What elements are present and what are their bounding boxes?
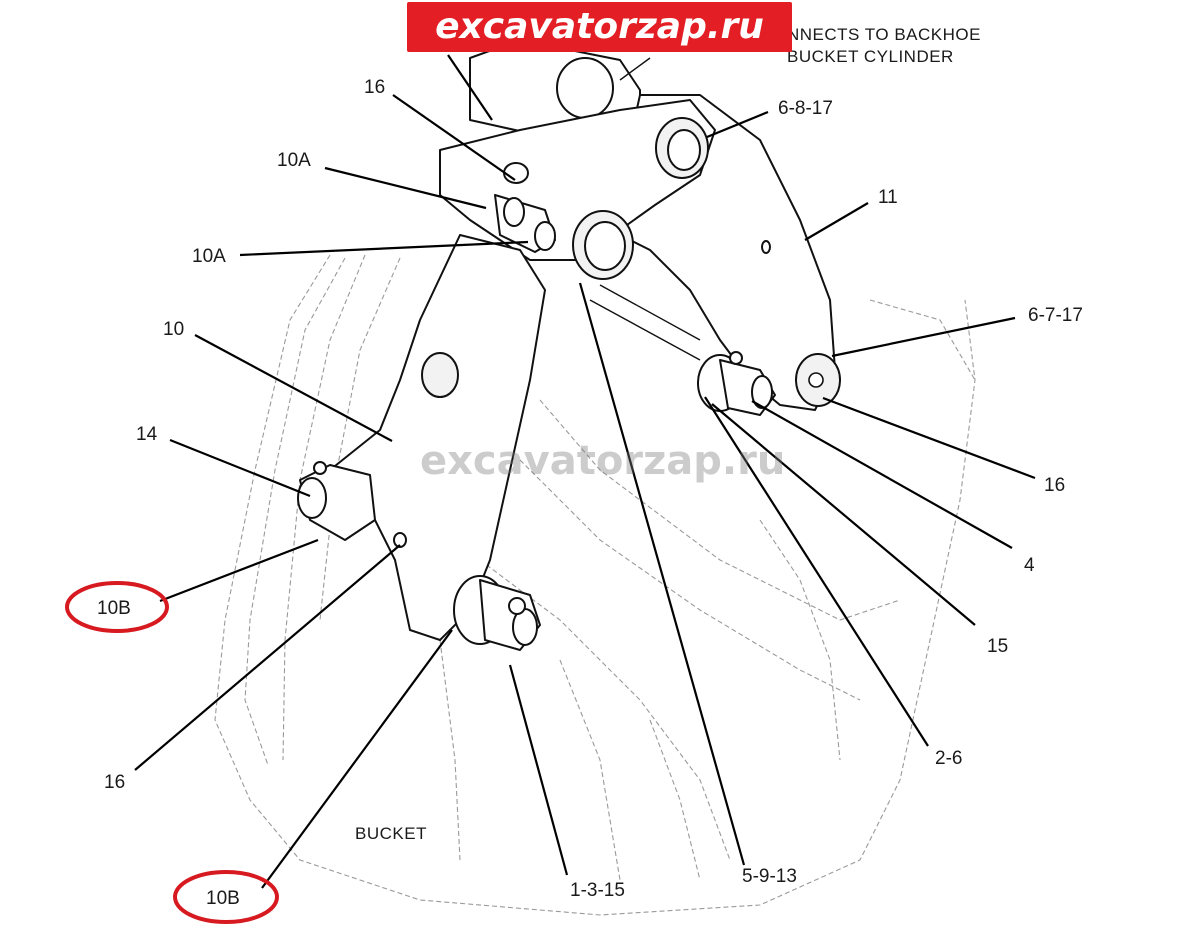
watermark-text: excavatorzap.ru — [420, 438, 786, 484]
callout-10a-upper: 10A — [277, 150, 311, 171]
callout-10b-bottom: 10B — [206, 888, 240, 909]
site-banner: excavatorzap.ru — [407, 2, 792, 52]
callout-6-8-17: 6-8-17 — [778, 98, 833, 119]
callout-10b-left: 10B — [97, 598, 131, 619]
callout-10: 10 — [163, 319, 184, 340]
bucket-ghost-outline — [214, 254, 976, 916]
callout-14: 14 — [136, 424, 158, 445]
callout-16-right: 16 — [1044, 475, 1065, 496]
pin-right — [589, 284, 776, 416]
callout-2-6: 2-6 — [935, 748, 962, 769]
callout-4: 4 — [1024, 555, 1035, 576]
site-banner-text: excavatorzap.ru — [435, 6, 764, 47]
note-bucket: BUCKET — [355, 824, 427, 843]
callout-16-top: 16 — [364, 77, 385, 98]
callout-10a-lower: 10A — [192, 246, 226, 267]
highlight-ring-10b-bottom — [173, 870, 279, 924]
callout-6-7-17: 6-7-17 — [1028, 305, 1083, 326]
leader-lines — [134, 54, 1036, 889]
pin-10a — [494, 194, 556, 253]
note-connects-line1: NNECTS TO BACKHOE — [787, 25, 981, 44]
callout-1-3-15: 1-3-15 — [570, 880, 625, 901]
callout-11: 11 — [878, 187, 898, 208]
callout-15: 15 — [987, 636, 1008, 657]
stick-link-10 — [314, 234, 546, 641]
pin-lower — [453, 575, 541, 651]
callout-16-left: 16 — [104, 772, 125, 793]
highlight-ring-10b-left — [65, 581, 169, 633]
note-connects-line2: BUCKET CYLINDER — [787, 47, 954, 66]
pin-14 — [297, 461, 376, 541]
callout-5-9-13: 5-9-13 — [742, 866, 797, 887]
